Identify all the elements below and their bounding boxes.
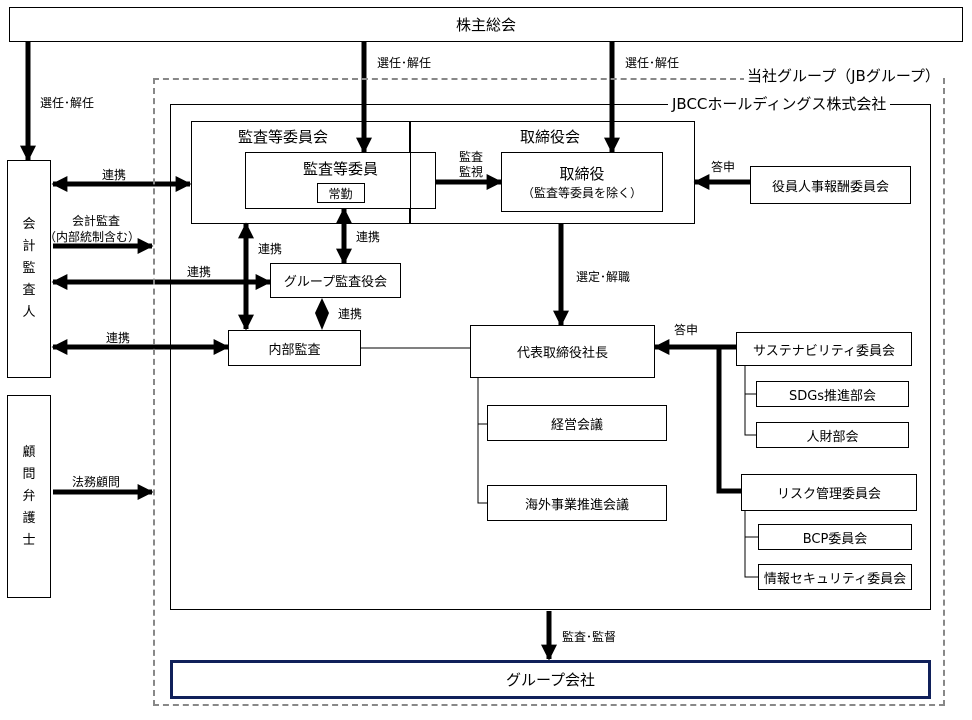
board-label: 取締役会 [520,128,581,146]
officer-compensation-label: 役員人事報酬委員会 [771,179,889,195]
sdgs-subcommittee-box: SDGs推進部会 [756,381,909,407]
fulltime-box: 常勤 [316,183,365,203]
line-president-meetings [477,378,487,504]
renkei-label: 連携 [356,230,381,244]
diamond-connector [315,298,329,330]
shareholders-meeting-label: 株主総会 [455,16,516,34]
auditor-char: 監 [22,261,36,276]
sustainability-label: サステナビリティ委員会 [753,343,895,359]
lawyer-char: 問 [22,466,36,482]
report-label-2: 答申 [674,323,699,337]
risk-committee-box: リスク管理委員会 [741,474,917,511]
group-companies-box: グループ会社 [170,660,931,699]
audit-watch-label: 監査 [459,150,484,164]
president-box: 代表取締役社長 [470,325,655,378]
infosec-committee-box: 情報セキュリティ委員会 [758,564,912,590]
hr-subcommittee-box: 人財部会 [756,422,909,448]
auditor-char: 人 [22,305,36,320]
officer-compensation-committee-box: 役員人事報酬委員会 [750,166,911,204]
director-label: 取締役 [559,165,605,183]
group-region-label: 当社グループ（JBグループ） [744,65,943,86]
internal-audit-box: 内部監査 [228,330,361,366]
hr-label: 人財部会 [806,429,859,445]
audit-member-label: 監査等委員 [302,160,378,178]
board-frame [410,121,695,224]
line-sustain-subs [744,366,756,436]
company-region-label: JBCCホールディングス株式会社 [668,93,891,114]
elect-mid-label: 選任･解任 [377,56,432,70]
director-box: 取締役 （監査等委員を除く） [501,152,663,212]
auditor-char: 計 [22,239,36,254]
renkei-label: 連携 [106,331,131,345]
legal-advice-label: 法務顧問 [72,475,121,489]
infosec-label: 情報セキュリティ委員会 [763,571,907,587]
sdgs-label: SDGs推進部会 [788,388,877,404]
audit-supervise-label: 監査･監督 [562,630,617,644]
renkei-label: 連携 [338,307,363,321]
renkei-label: 連携 [187,265,212,279]
lawyer-char: 士 [22,532,36,548]
internal-audit-label: 内部監査 [268,342,321,358]
accounting-auditor-box: 会 計 監 査 人 [7,160,51,378]
bcp-committee-box: BCP委員会 [758,524,912,550]
company-region [170,104,931,610]
group-audit-board-box: グループ監査役会 [270,263,401,298]
bcp-label: BCP委員会 [802,531,868,547]
acct-audit-label: 会計監査 [72,214,121,228]
renkei-label: 連携 [258,242,283,256]
shareholders-meeting-box: 株主総会 [9,7,963,42]
auditor-char: 査 [22,283,36,298]
lawyer-char: 護 [22,510,36,526]
acct-audit-sub-label: （内部統制含む） [44,230,141,244]
committee-bus [716,344,741,494]
audit-member-box: 監査等委員 常勤 [245,152,436,209]
group-audit-board-label: グループ監査役会 [283,275,388,290]
line-risk-subs [744,511,758,578]
elect-right-label: 選任･解任 [625,56,680,70]
lawyer-char: 弁 [22,488,36,504]
appoint-label: 選定･解職 [576,270,631,284]
report-label: 答申 [711,160,736,174]
lawyer-char: 顧 [22,444,36,460]
overseas-meeting-box: 海外事業推進会議 [487,485,667,521]
director-sub-label: （監査等委員を除く） [521,186,642,200]
group-region [153,78,945,706]
management-meeting-box: 経営会議 [487,405,667,441]
auditor-char: 会 [22,217,36,232]
renkei-label: 連携 [102,168,127,182]
audit-committee-label: 監査等委員会 [238,128,329,146]
risk-label: リスク管理委員会 [776,487,881,502]
group-companies-label: グループ会社 [505,671,596,689]
management-meeting-label: 経営会議 [550,417,603,433]
audit-watch-label-2: 監視 [459,165,484,179]
president-label: 代表取締役社長 [516,346,608,361]
legal-advisor-box: 顧 問 弁 護 士 [7,395,51,598]
sustainability-committee-box: サステナビリティ委員会 [736,332,912,366]
elect-left-label: 選任･解任 [40,96,95,110]
overseas-meeting-label: 海外事業推進会議 [524,497,629,513]
